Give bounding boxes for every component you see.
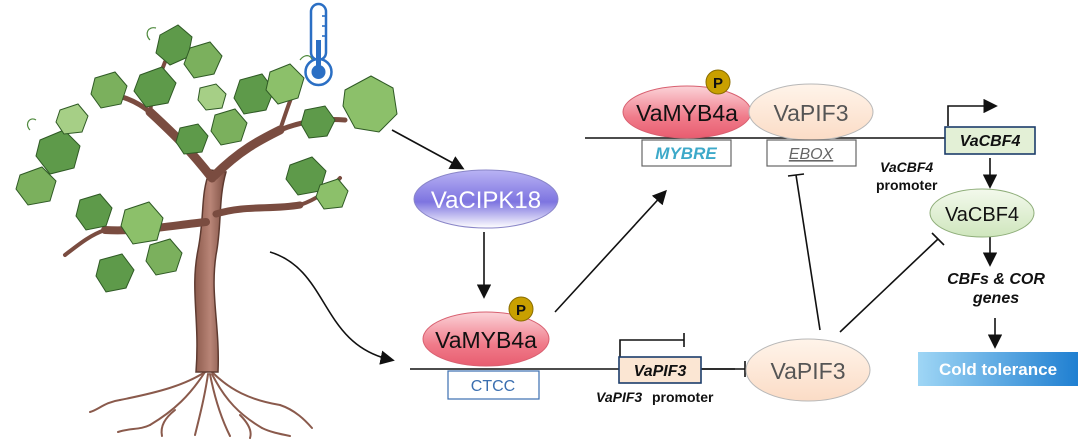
vacbf4-promoter-label: VaCBF4 promoter (876, 159, 938, 193)
vacipk18-label: VaCIPK18 (431, 187, 541, 214)
grapevine-plant-illustration (15, 24, 398, 439)
vamyb4a-bottom-label: VaMYB4a (435, 327, 537, 353)
vapif3-top-label: VaPIF3 (774, 100, 849, 126)
vapif3-gene-box: VaPIF3 (618, 356, 702, 384)
vacipk18-node: VaCIPK18 (413, 169, 559, 229)
phospho-top-label: P (713, 75, 723, 92)
vacbf4-promoter-gene: VaCBF4 (880, 159, 933, 175)
ebox-box: EBOX (766, 139, 857, 167)
vapif3-bottom-node: VaPIF3 (745, 338, 871, 402)
phospho-top: P (705, 69, 731, 95)
vapif3-top-node: VaPIF3 (748, 83, 874, 141)
vacbf4-gene-label: VaCBF4 (960, 133, 1021, 150)
arrow-vamyb4a-to-mybre (554, 189, 667, 313)
vapif3-promoter-gene: VaPIF3 (596, 389, 642, 405)
tss-arrow-vacbf4 (947, 98, 998, 126)
ebox-label: EBOX (789, 146, 835, 163)
vacbf4-protein-node: VaCBF4 (929, 188, 1035, 238)
inhibit-vapif3-to-ebox (795, 174, 821, 331)
cold-tolerance-bar: Cold tolerance (918, 352, 1078, 386)
cold-tolerance-label: Cold tolerance (939, 360, 1057, 379)
ctcc-box: CTCC (447, 370, 540, 400)
arrow-vine-to-vacipk18 (391, 129, 465, 170)
arrows (269, 98, 1003, 377)
tss-arrow-vapif3 (619, 339, 684, 358)
phospho-bottom-label: P (516, 302, 526, 319)
arrow-vine-to-vamyb4a (269, 251, 395, 365)
inhibit-vapif3-to-vacbf4 (839, 238, 939, 333)
vamyb4a-bottom-node: VaMYB4a (422, 311, 550, 367)
cbfs-cor-line2: genes (972, 290, 1019, 307)
thermometer-icon (304, 2, 333, 87)
vapif3-promoter-label: VaPIF3 promoter (596, 389, 714, 405)
ctcc-label: CTCC (471, 378, 515, 395)
mybre-label: MYBRE (655, 144, 717, 163)
phospho-bottom: P (508, 296, 534, 322)
vamyb4a-top-node: VaMYB4a (622, 85, 752, 139)
mybre-box: MYBRE (641, 139, 732, 167)
vapif3-promoter-word: promoter (652, 389, 714, 405)
vacbf4-protein-label: VaCBF4 (945, 204, 1019, 226)
vacbf4-promoter-word: promoter (876, 177, 938, 193)
cbfs-cor-genes-label: CBFs & COR genes (947, 271, 1045, 307)
vapif3-bottom-label: VaPIF3 (771, 358, 846, 384)
vamyb4a-top-label: VaMYB4a (636, 100, 738, 126)
vacbf4-gene-box: VaCBF4 (944, 126, 1036, 155)
vapif3-gene-label: VaPIF3 (634, 363, 687, 380)
cbfs-cor-line1: CBFs & COR (947, 271, 1045, 288)
